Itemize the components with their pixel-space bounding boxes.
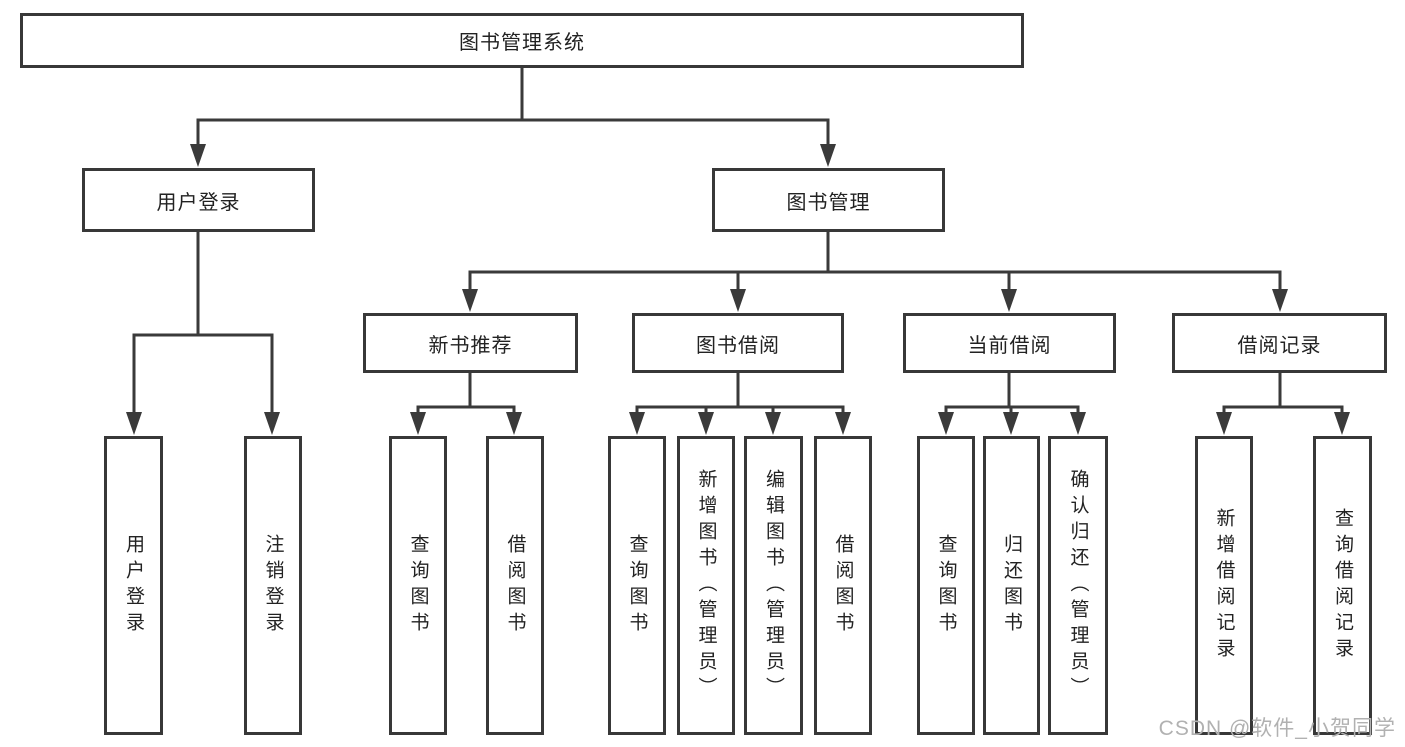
leaf-logout: 注销登录	[244, 436, 302, 735]
csdn-watermark: CSDN @软件_小贺同学	[1158, 717, 1396, 740]
leaf-recommend-borrow-book: 借阅图书	[486, 436, 544, 735]
leaf-user-login-label: 用户登录	[123, 533, 144, 638]
leaf-user-login: 用户登录	[104, 436, 163, 735]
arrowhead-icon	[126, 144, 1350, 435]
leaf-recommend-query-book-label: 查询图书	[407, 533, 429, 638]
leaf-borrow-query-book: 查询图书	[608, 436, 666, 735]
node-root: 图书管理系统	[20, 13, 1024, 68]
node-borrow-record: 借阅记录	[1172, 313, 1387, 373]
leaf-add-book-admin-label: 新增图书（管理员）	[695, 468, 717, 703]
leaf-query-borrow-record-label: 查询借阅记录	[1332, 507, 1353, 664]
leaf-current-query-book-label: 查询图书	[935, 533, 957, 638]
leaf-query-borrow-record: 查询借阅记录	[1313, 436, 1372, 735]
leaf-edit-book-admin: 编辑图书（管理员）	[744, 436, 803, 735]
leaf-borrow-book: 借阅图书	[814, 436, 872, 735]
leaf-add-borrow-record: 新增借阅记录	[1195, 436, 1253, 735]
node-book-borrow: 图书借阅	[632, 313, 844, 373]
leaf-return-book-label: 归还图书	[1001, 533, 1022, 638]
leaf-add-borrow-record-label: 新增借阅记录	[1213, 507, 1235, 664]
leaf-recommend-query-book: 查询图书	[389, 436, 447, 735]
node-current-borrow: 当前借阅	[903, 313, 1116, 373]
leaf-confirm-return-admin: 确认归还（管理员）	[1048, 436, 1108, 735]
node-new-book-recommend: 新书推荐	[363, 313, 578, 373]
node-user-login: 用户登录	[82, 168, 315, 232]
leaf-current-query-book: 查询图书	[917, 436, 975, 735]
leaf-edit-book-admin-label: 编辑图书（管理员）	[763, 468, 784, 703]
leaf-logout-label: 注销登录	[262, 533, 284, 638]
leaf-recommend-borrow-book-label: 借阅图书	[504, 533, 526, 638]
leaf-add-book-admin: 新增图书（管理员）	[677, 436, 735, 735]
leaf-borrow-book-label: 借阅图书	[832, 533, 854, 638]
leaf-return-book: 归还图书	[983, 436, 1040, 735]
node-book-management: 图书管理	[712, 168, 945, 232]
leaf-borrow-query-book-label: 查询图书	[626, 533, 648, 638]
leaf-confirm-return-admin-label: 确认归还（管理员）	[1067, 468, 1089, 703]
